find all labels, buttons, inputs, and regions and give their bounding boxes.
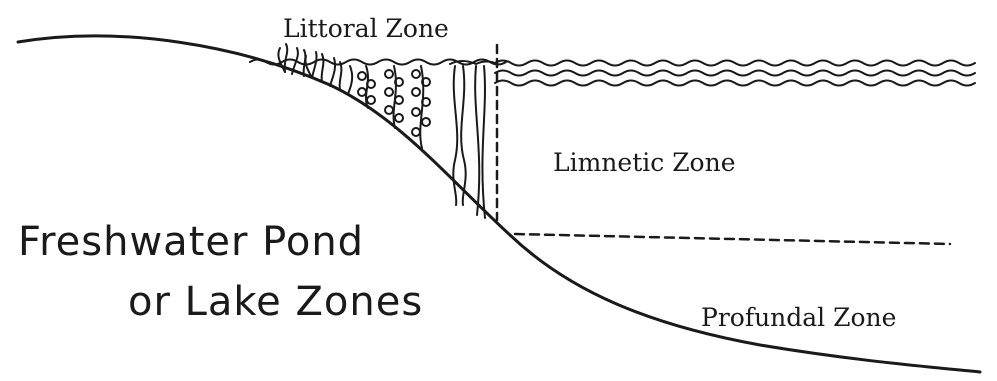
profundal-zone-label: Profundal Zone (701, 303, 897, 332)
diagram-title-line-2: or Lake Zones (128, 279, 424, 325)
diagram-title-line-1: Freshwater Pond (18, 219, 365, 265)
water-surface (249, 58, 976, 87)
limnetic-profundal-boundary-line (513, 232, 952, 246)
littoral-zone-label: Littoral Zone (283, 14, 449, 43)
lake-basin-profile (16, 34, 982, 374)
limnetic-zone-label: Limnetic Zone (553, 148, 736, 177)
tall-submerged-stems (449, 60, 499, 219)
emergent-plants (277, 43, 354, 95)
leafy-submerged-plants (357, 65, 431, 149)
